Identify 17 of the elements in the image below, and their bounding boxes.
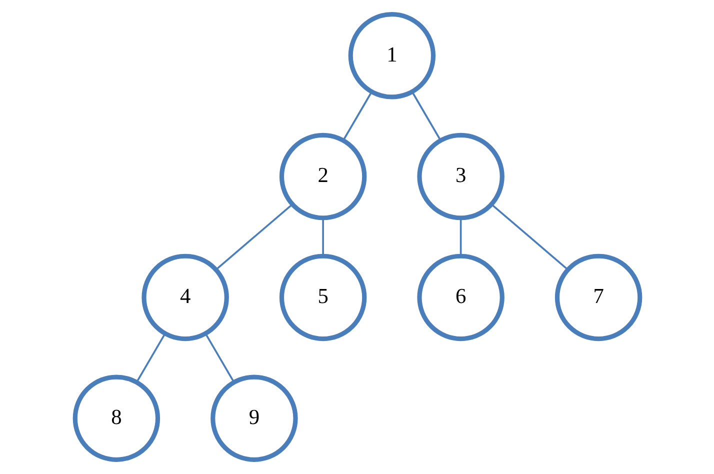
node-circle: 9 [210, 374, 298, 462]
connector [342, 91, 372, 141]
node-circle: 7 [554, 254, 642, 342]
connector [490, 204, 568, 270]
node-circle: 4 [141, 254, 228, 342]
node-circle: 1 [348, 12, 436, 100]
connector [459, 218, 462, 256]
connector [214, 204, 292, 270]
connector [136, 333, 166, 382]
connector [204, 333, 234, 382]
connector [410, 91, 441, 141]
node-circle: 5 [278, 254, 366, 342]
node-circle: 3 [416, 132, 504, 220]
connector [322, 218, 324, 256]
node-circle: 8 [72, 374, 160, 462]
node-circle: 6 [416, 254, 504, 342]
node-circle: 2 [278, 132, 366, 220]
